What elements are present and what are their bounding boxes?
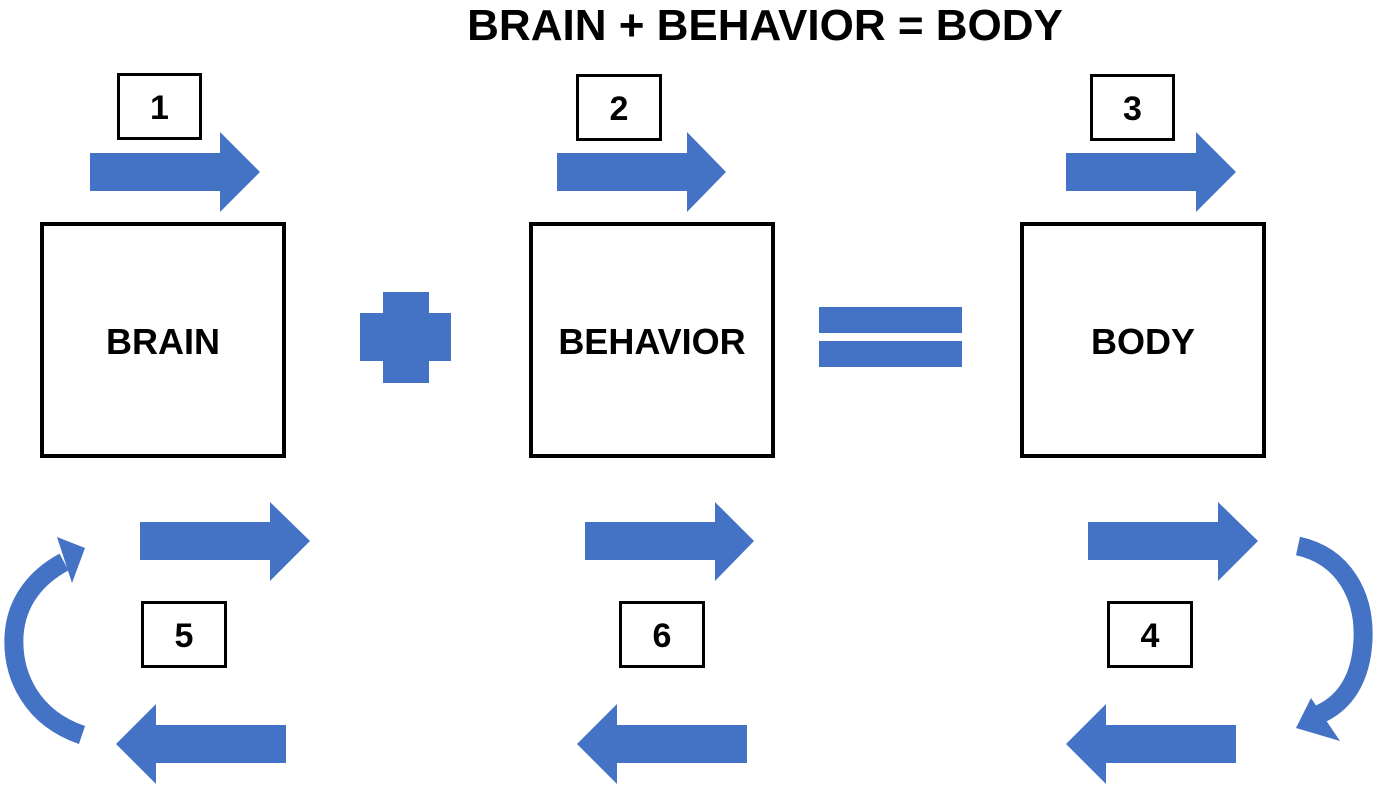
body-box-frame bbox=[1020, 222, 1266, 458]
step-box-4-frame bbox=[1107, 601, 1193, 668]
behavior-box-frame bbox=[529, 222, 775, 458]
step-box-3: 3 bbox=[1090, 74, 1175, 141]
curved-arrow-icon-right bbox=[1295, 536, 1373, 741]
body-box: BODY bbox=[1020, 222, 1266, 458]
step-label-4: 4 bbox=[1141, 617, 1160, 655]
step-box-2: 2 bbox=[576, 74, 662, 141]
step-box-6: 6 bbox=[619, 601, 705, 668]
diagram-title: BRAIN + BEHAVIOR = BODY bbox=[467, 1, 1063, 50]
curved-arrow-left-body bbox=[4, 553, 86, 744]
equals-icon bbox=[819, 307, 962, 367]
plus-icon bbox=[360, 292, 451, 383]
arrow-right-icon-step-3 bbox=[1066, 132, 1236, 212]
curved-arrow-icon-left bbox=[4, 537, 86, 744]
arrow-right-icon-lower-body bbox=[1088, 502, 1258, 581]
arrow-right-icon-lower-behavior bbox=[585, 502, 754, 581]
curved-arrow-right-body bbox=[1295, 536, 1373, 723]
step-label-3: 3 bbox=[1123, 90, 1142, 128]
step-box-1-frame bbox=[117, 73, 202, 140]
step-box-6-frame bbox=[619, 601, 705, 668]
behavior-box-label: BEHAVIOR bbox=[558, 321, 745, 362]
arrow-right-icon-lower-brain bbox=[140, 502, 310, 581]
step-box-5: 5 bbox=[141, 601, 227, 668]
step-label-6: 6 bbox=[653, 617, 672, 655]
arrow-left-icon-lower-body bbox=[1066, 704, 1236, 784]
curved-arrow-right-head bbox=[1296, 698, 1340, 741]
curved-arrow-left-head bbox=[57, 537, 85, 583]
brain-box-label: BRAIN bbox=[106, 321, 220, 362]
arrow-left-icon-lower-behavior bbox=[577, 704, 747, 784]
step-label-2: 2 bbox=[610, 90, 629, 128]
step-box-2-frame bbox=[576, 74, 662, 141]
step-label-5: 5 bbox=[175, 617, 194, 655]
arrow-right-icon-step-2 bbox=[557, 132, 726, 212]
step-label-1: 1 bbox=[150, 89, 169, 127]
body-box-label: BODY bbox=[1091, 321, 1195, 362]
step-box-3-frame bbox=[1090, 74, 1175, 141]
brain-box-frame bbox=[40, 222, 286, 458]
step-box-4: 4 bbox=[1107, 601, 1193, 668]
arrow-right-icon-step-1 bbox=[90, 132, 260, 212]
step-box-1: 1 bbox=[117, 73, 202, 140]
step-box-5-frame bbox=[141, 601, 227, 668]
arrow-left-icon-lower-brain bbox=[116, 704, 286, 784]
brain-box: BRAIN bbox=[40, 222, 286, 458]
behavior-box: BEHAVIOR bbox=[529, 222, 775, 458]
